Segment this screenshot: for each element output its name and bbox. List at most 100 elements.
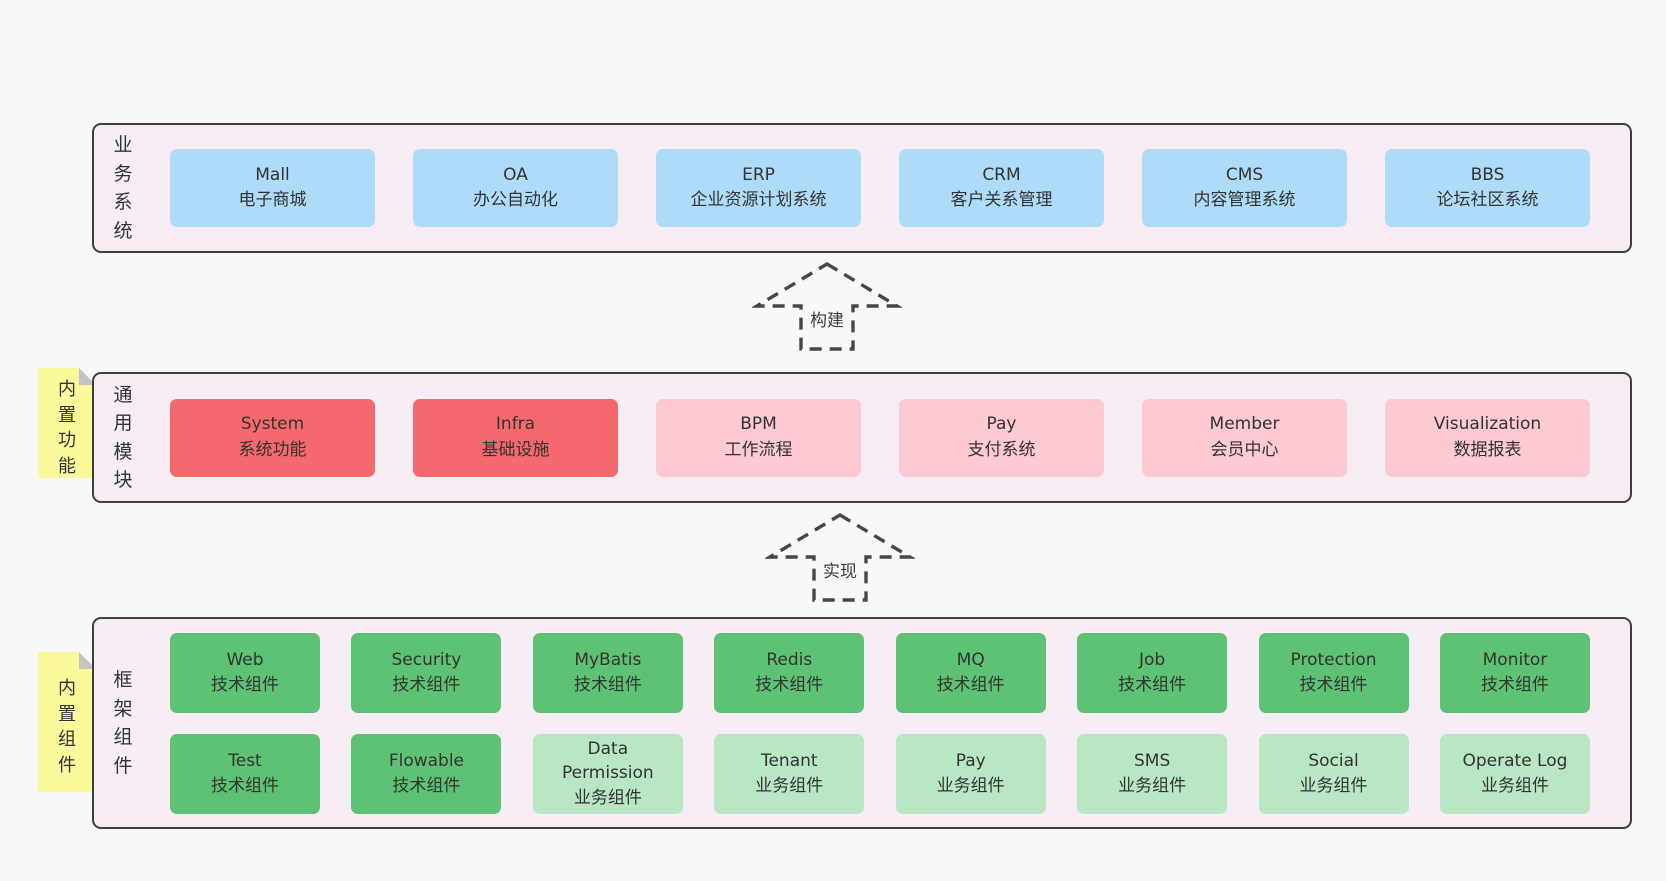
box-redis: Redis 技术组件 — [714, 632, 865, 713]
box-subtitle: 基础设施 — [481, 439, 550, 460]
box-title: Social — [1308, 751, 1359, 772]
box-pay: Pay 支付系统 — [899, 398, 1104, 477]
common-modules-layer: 通用模块 System 系统功能 Infra 基础设施 BPM 工作流程 Pay… — [92, 372, 1632, 503]
box-title: Member — [1209, 414, 1280, 434]
box-bpm: BPM 工作流程 — [656, 398, 861, 477]
box-title: BBS — [1470, 164, 1505, 185]
business-boxes-row: Mall 电子商城 OA 办公自动化 ERP 企业资源计划系统 CRM 客户关系… — [136, 149, 1630, 227]
box-subtitle: 技术组件 — [755, 674, 824, 695]
box-oa: OA 办公自动化 — [413, 149, 618, 227]
box-subtitle: 客户关系管理 — [950, 190, 1053, 210]
box-subtitle: 业务组件 — [1299, 775, 1368, 796]
box-title: Monitor — [1482, 650, 1548, 671]
box-title: Data Permission — [561, 739, 654, 784]
box-title: CRM — [982, 164, 1021, 185]
box-title: Flowable — [388, 751, 465, 772]
box-visualization: Visualization 数据报表 — [1385, 398, 1590, 477]
box-subtitle: 数据报表 — [1453, 439, 1522, 460]
implement-arrow: 实现 — [765, 512, 915, 604]
box-subtitle: 业务组件 — [1118, 775, 1187, 796]
box-subtitle: 技术组件 — [573, 674, 642, 695]
build-arrow: 构建 — [752, 261, 902, 353]
box-subtitle: 业务组件 — [573, 787, 642, 808]
box-system: System 系统功能 — [170, 398, 375, 477]
business-systems-layer: 业务系统 Mall 电子商城 OA 办公自动化 ERP 企业资源计划系统 CRM… — [92, 123, 1632, 253]
box-title: Security — [391, 650, 462, 671]
box-subtitle: 技术组件 — [936, 674, 1005, 695]
box-title: BPM — [740, 414, 777, 434]
box-subtitle: 技术组件 — [1480, 674, 1549, 695]
implement-arrow-label: 实现 — [819, 556, 861, 583]
framework-boxes-grid: Web 技术组件 Security 技术组件 MyBatis 技术组件 Redi… — [136, 632, 1630, 814]
box-tenant: Tenant 业务组件 — [714, 733, 865, 814]
box-protection: Protection 技术组件 — [1258, 632, 1409, 713]
box-title: MyBatis — [574, 650, 642, 671]
layer-label-business: 业务系统 — [113, 134, 133, 242]
box-subtitle: 技术组件 — [211, 775, 279, 796]
fold-corner-icon — [79, 368, 96, 385]
box-title: CMS — [1225, 164, 1264, 185]
sticky-tab-label: 内置组件 — [58, 678, 76, 776]
box-mybatis: MyBatis 技术组件 — [532, 632, 683, 713]
box-security: Security 技术组件 — [351, 632, 502, 713]
box-subtitle: 企业资源计划系统 — [690, 190, 827, 210]
box-title: ERP — [742, 164, 775, 185]
box-title: Tenant — [760, 751, 818, 772]
box-monitor: Monitor 技术组件 — [1439, 632, 1590, 713]
box-title: Job — [1139, 650, 1166, 671]
box-title: MQ — [956, 650, 985, 671]
box-mall: Mall 电子商城 — [170, 149, 375, 227]
framework-components-layer: 框架组件 Web 技术组件 Security 技术组件 MyBatis 技术组件… — [92, 617, 1632, 829]
box-infra: Infra 基础设施 — [413, 398, 618, 477]
box-subtitle: 工作流程 — [724, 439, 793, 460]
box-pay-business: Pay 业务组件 — [895, 733, 1046, 814]
box-subtitle: 技术组件 — [1299, 674, 1368, 695]
layer-label-modules: 通用模块 — [113, 383, 133, 492]
box-title: Visualization — [1433, 414, 1542, 434]
box-subtitle: 支付系统 — [967, 439, 1036, 460]
box-erp: ERP 企业资源计划系统 — [656, 149, 861, 227]
modules-boxes-row: System 系统功能 Infra 基础设施 BPM 工作流程 Pay 支付系统… — [136, 398, 1630, 477]
box-web: Web 技术组件 — [170, 632, 320, 713]
box-title: Redis — [766, 650, 813, 671]
fold-corner-icon — [79, 652, 96, 669]
box-test: Test 技术组件 — [170, 733, 320, 814]
box-title: Pay — [986, 414, 1017, 434]
box-subtitle: 业务组件 — [1480, 775, 1549, 796]
box-title: Web — [226, 650, 264, 671]
layer-label-framework: 框架组件 — [113, 669, 133, 777]
box-subtitle: 技术组件 — [211, 674, 279, 695]
box-operate-log: Operate Log 业务组件 — [1439, 733, 1590, 814]
box-flowable: Flowable 技术组件 — [351, 733, 502, 814]
box-subtitle: 技术组件 — [392, 775, 461, 796]
box-title: Infra — [495, 414, 536, 434]
box-subtitle: 系统功能 — [238, 439, 307, 460]
box-title: Mall — [255, 164, 290, 185]
box-subtitle: 业务组件 — [936, 775, 1005, 796]
box-cms: CMS 内容管理系统 — [1142, 149, 1347, 227]
box-subtitle: 办公自动化 — [473, 190, 558, 210]
box-member: Member 会员中心 — [1142, 398, 1347, 477]
dashed-up-arrow-icon — [765, 513, 915, 602]
box-mq: MQ 技术组件 — [895, 632, 1046, 713]
box-title: OA — [503, 164, 528, 185]
box-subtitle: 业务组件 — [755, 775, 824, 796]
box-subtitle: 技术组件 — [392, 674, 461, 695]
box-subtitle: 会员中心 — [1210, 439, 1279, 460]
box-title: Protection — [1290, 650, 1377, 671]
box-title: Operate Log — [1462, 751, 1568, 772]
box-subtitle: 技术组件 — [1118, 674, 1187, 695]
box-data-permission: Data Permission 业务组件 — [532, 733, 683, 814]
box-bbs: BBS 论坛社区系统 — [1385, 149, 1590, 227]
box-social: Social 业务组件 — [1258, 733, 1409, 814]
box-job: Job 技术组件 — [1077, 632, 1228, 713]
sticky-tab-built-in-components: 内置组件 — [38, 652, 96, 792]
sticky-tab-built-in-features: 内置功能 — [38, 368, 96, 478]
box-crm: CRM 客户关系管理 — [899, 149, 1104, 227]
build-arrow-label: 构建 — [806, 305, 848, 332]
dashed-up-arrow-icon — [752, 262, 902, 351]
box-sms: SMS 业务组件 — [1077, 733, 1228, 814]
box-subtitle: 论坛社区系统 — [1436, 190, 1539, 210]
box-title: Test — [228, 751, 262, 772]
